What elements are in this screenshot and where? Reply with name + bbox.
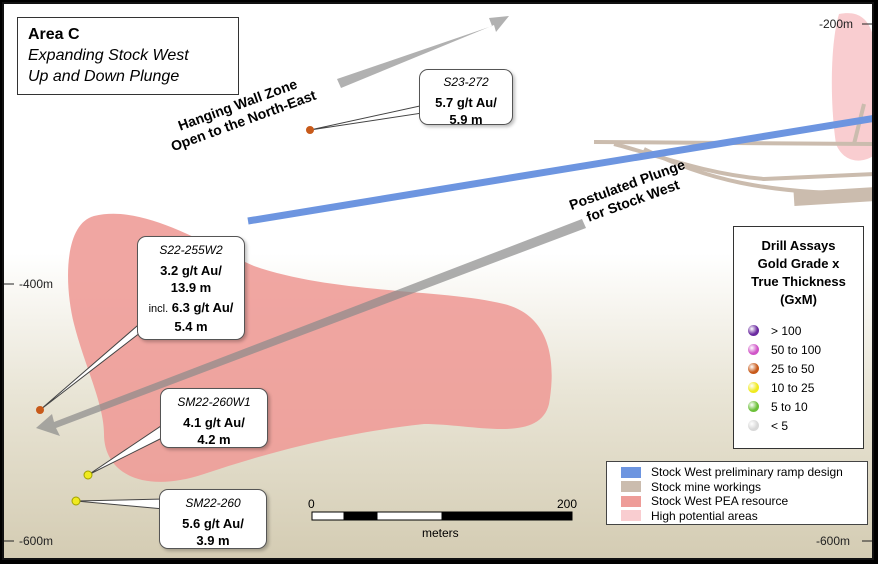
drill-hole-sm22-260w1 (83, 470, 93, 480)
legend-swatch (621, 510, 641, 522)
grade-dot-icon (748, 420, 759, 431)
scale-bar (311, 511, 573, 521)
assay-label: < 5 (771, 418, 789, 433)
scale-unit: meters (422, 526, 459, 540)
legend-swatch (621, 495, 641, 507)
assay-label: > 100 (771, 323, 802, 338)
width: 4.2 m (197, 432, 231, 447)
legend-swatch (621, 466, 641, 478)
legend-item: Stock West preliminary ramp design (621, 465, 867, 480)
subtitle: Up and Down Plunge (28, 68, 180, 85)
grade-dot-icon (748, 363, 759, 374)
callout-s23-272: S23-272 5.7 g/t Au/ 5.9 m (419, 69, 513, 127)
scale-start: 0 (308, 497, 315, 511)
legend-label: Stock mine workings (651, 479, 762, 494)
mine-workings (593, 103, 872, 206)
grade: 3.2 g/t Au/ (160, 263, 222, 278)
incl-grade: 6.3 g/t Au/ (171, 300, 234, 315)
grade: 5.7 g/t Au/ (435, 95, 497, 110)
legend-item: Stock mine workings (621, 480, 867, 495)
assay-item: 5 to 10 (734, 397, 863, 416)
hole-id: SM22-260W1 (177, 395, 251, 409)
grade-dot-icon (748, 382, 759, 393)
legend-title: Drill Assays (761, 238, 836, 253)
axis-label-right: -200m (819, 17, 854, 31)
width: 3.9 m (196, 533, 230, 548)
width: 13.9 m (170, 280, 212, 295)
assay-item: 10 to 25 (734, 378, 863, 397)
drill-assays-legend: Drill Assays Gold Grade x True Thickness… (733, 226, 864, 449)
drill-hole-s23-272 (306, 126, 314, 134)
ramp-design (247, 115, 872, 225)
callout-sm22-260: SM22-260 5.6 g/t Au/ 3.9 m (159, 489, 267, 549)
hanging-wall-arrow (337, 16, 509, 88)
title-box: Area C Expanding Stock West Up and Down … (17, 17, 239, 95)
plunge-arrow (36, 219, 586, 436)
legend-title: Gold Grade x (757, 256, 840, 271)
assay-label: 50 to 100 (771, 342, 822, 357)
grade-dot-icon (748, 344, 759, 355)
drill-hole-sm22-260 (71, 496, 81, 506)
legend-swatch (621, 481, 641, 493)
grade-dot-icon (748, 325, 759, 336)
scale-end: 200 (557, 497, 578, 511)
grade-dot-icon (748, 401, 759, 412)
axis-label-left: -600m (19, 534, 54, 548)
assay-label: 10 to 25 (771, 380, 815, 395)
width: 5.9 m (449, 112, 483, 127)
assay-item: 25 to 50 (734, 359, 863, 378)
axis-label-left: -400m (19, 277, 54, 291)
legend-label: High potential areas (651, 508, 758, 523)
high-potential-area (831, 13, 872, 161)
subtitle: Expanding Stock West (28, 47, 189, 64)
incl-width: 5.4 m (174, 319, 208, 334)
drill-hole-s22-255w2 (36, 406, 44, 414)
hole-id: S23-272 (443, 75, 489, 89)
title: Area C (28, 26, 80, 43)
assay-item: < 5 (734, 416, 863, 435)
callout-s22-255w2: S22-255W2 3.2 g/t Au/ 13.9 m incl. 6.3 g… (137, 236, 245, 340)
assay-label: 25 to 50 (771, 361, 815, 376)
hole-id: S22-255W2 (159, 243, 223, 257)
assay-item: 50 to 100 (734, 340, 863, 359)
legend-item: High potential areas (621, 509, 867, 524)
legend-title: True Thickness (751, 274, 846, 289)
legend-label: Stock West PEA resource (651, 494, 789, 508)
legend-item: Stock West PEA resource (621, 494, 867, 509)
incl-label: incl. (148, 303, 169, 315)
assay-item: > 100 (734, 321, 863, 340)
legend-label: Stock West preliminary ramp design (651, 465, 843, 479)
grade: 5.6 g/t Au/ (182, 516, 244, 531)
axis-ticks (4, 23, 872, 542)
assay-label: 5 to 10 (771, 399, 808, 414)
callout-sm22-260w1: SM22-260W1 4.1 g/t Au/ 4.2 m (160, 388, 268, 448)
hole-id: SM22-260 (185, 496, 241, 510)
legend-title: (GxM) (780, 292, 817, 307)
axis-label-right: -600m (816, 534, 851, 548)
grade: 4.1 g/t Au/ (183, 415, 245, 430)
